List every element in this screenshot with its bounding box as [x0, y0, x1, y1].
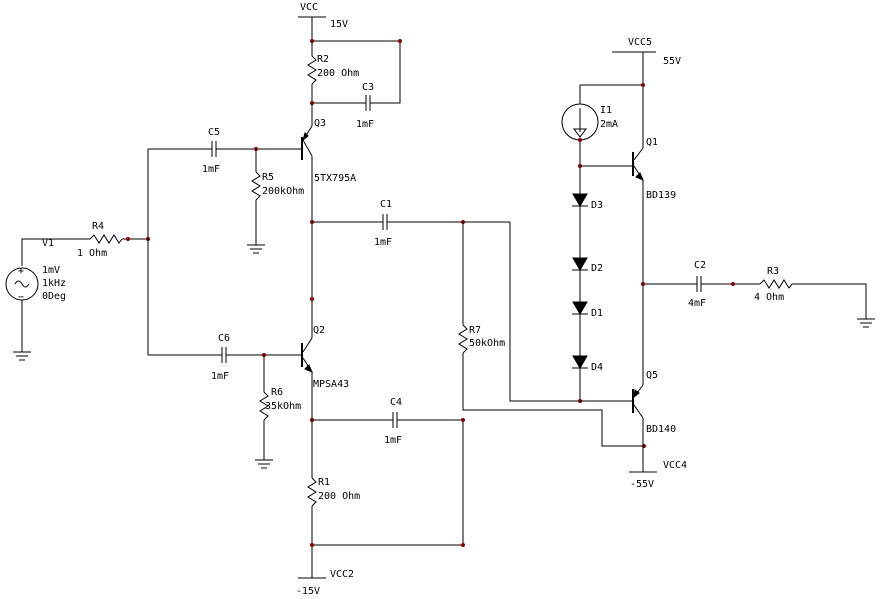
c5-name: C5 [208, 127, 220, 138]
vcc5-name: VCC5 [628, 37, 652, 48]
q1-emitter-arrow [635, 172, 644, 181]
r6-name: R6 [271, 387, 283, 398]
resistor-r6: R6 35kOhm [259, 355, 301, 460]
wire-driver-column [310, 172, 314, 320]
r6-value: 35kOhm [265, 401, 301, 412]
r5-name: R5 [262, 172, 274, 183]
c1-value: 1mF [374, 237, 392, 248]
capacitor-c1: C1 1mF [312, 199, 510, 248]
vcc2-value: -15V [296, 586, 320, 597]
d3-name: D3 [591, 200, 603, 211]
v1-frequency: 1kHz [42, 278, 66, 289]
vcc2-name: VCC2 [330, 569, 354, 580]
diode-d4: D4 [572, 355, 603, 403]
transistor-q5: Q5 BD140 [580, 370, 676, 472]
r1-value: 200 Ohm [318, 491, 360, 502]
c4-value: 1mF [384, 435, 402, 446]
c3-value: 1mF [356, 119, 374, 130]
c6-name: C6 [218, 333, 230, 344]
ground-r5 [247, 244, 265, 254]
resistor-r1: R1 200 Ohm [307, 420, 465, 578]
capacitor-c3: C3 1mF [310, 82, 374, 130]
r3-value: 4 Ohm [754, 292, 784, 303]
q3-emitter-arrow [302, 132, 309, 142]
source-v1: + − V1 1mV 1kHz 0Deg [5, 238, 90, 352]
c6-value: 1mF [211, 371, 229, 382]
wire-c1-to-output-stage [509, 222, 580, 402]
c5-value: 1mF [202, 164, 220, 175]
c2-value: 4mF [688, 298, 706, 309]
current-source-i1: I1 2mA [561, 85, 618, 194]
q1-name: Q1 [646, 137, 658, 148]
v1-amplitude: 1mV [42, 265, 60, 276]
q5-emitter-arrow [633, 389, 640, 399]
diode-d2: D2 [572, 257, 603, 302]
q3-name: Q3 [314, 118, 326, 129]
capacitor-c2: C2 4mF [641, 260, 760, 309]
q2-name: Q2 [313, 325, 325, 336]
resistor-r5: R5 200kOhm [251, 149, 304, 245]
v1-phase: 0Deg [42, 291, 66, 302]
resistor-r4: R4 1 Ohm [77, 221, 150, 259]
diode-d3: D3 [572, 193, 603, 258]
q2-emitter-arrow [304, 364, 313, 373]
ground-load [857, 318, 875, 328]
r2-name: R2 [317, 54, 329, 65]
transistor-q1: Q1 BD139 [580, 137, 676, 385]
v1-minus-sign: − [18, 292, 24, 303]
c2-name: C2 [694, 260, 706, 271]
q3-model: 5TX795A [314, 173, 356, 184]
vcc4-value: -55V [630, 479, 654, 490]
q5-model: BD140 [646, 424, 676, 435]
r2-value: 200 Ohm [317, 68, 359, 79]
vcc5-value: 55V [663, 56, 681, 67]
r4-name: R4 [92, 221, 104, 232]
v1-plus-sign: + [18, 266, 24, 277]
q5-name: Q5 [646, 370, 658, 381]
v1-name: V1 [42, 238, 54, 249]
capacitor-c5: C5 1mF [148, 127, 292, 175]
resistor-r7: R7 50kOhm [458, 222, 646, 448]
vcc-name: VCC [300, 2, 318, 13]
capacitor-c6: C6 1mF [148, 333, 292, 382]
i1-value: 2mA [600, 119, 618, 130]
r4-value: 1 Ohm [77, 248, 107, 259]
r3-name: R3 [767, 266, 779, 277]
vcc-value: 15V [330, 19, 348, 30]
diode-d1: D1 [572, 301, 603, 356]
resistor-r3: R3 4 Ohm [754, 266, 867, 319]
vcc2-supply: VCC2 -15V [296, 569, 354, 597]
d4-name: D4 [591, 362, 603, 373]
d2-name: D2 [591, 263, 603, 274]
c4-name: C4 [390, 397, 402, 408]
vcc-supply: VCC 15V [298, 2, 348, 41]
q1-model: BD139 [646, 190, 676, 201]
resistor-r2: R2 200 Ohm [307, 41, 359, 103]
ground-r6 [255, 459, 273, 469]
vcc4-supply: VCC4 -55V [629, 460, 687, 490]
ground-v1 [13, 351, 31, 361]
c3-name: C3 [362, 82, 374, 93]
q2-model: MPSA43 [313, 379, 349, 390]
c1-name: C1 [380, 199, 392, 210]
r5-value: 200kOhm [262, 186, 304, 197]
i1-name: I1 [600, 105, 612, 116]
r7-value: 50kOhm [469, 338, 505, 349]
d1-name: D1 [591, 308, 603, 319]
vcc5-supply: VCC5 55V [580, 37, 681, 140]
vcc4-name: VCC4 [663, 460, 687, 471]
r1-name: R1 [318, 477, 330, 488]
transistor-q2: Q2 MPSA43 [292, 320, 349, 420]
capacitor-c4: C4 1mF [310, 397, 465, 545]
transistor-q3: Q3 5TX795A [292, 103, 356, 184]
r7-name: R7 [469, 325, 481, 336]
